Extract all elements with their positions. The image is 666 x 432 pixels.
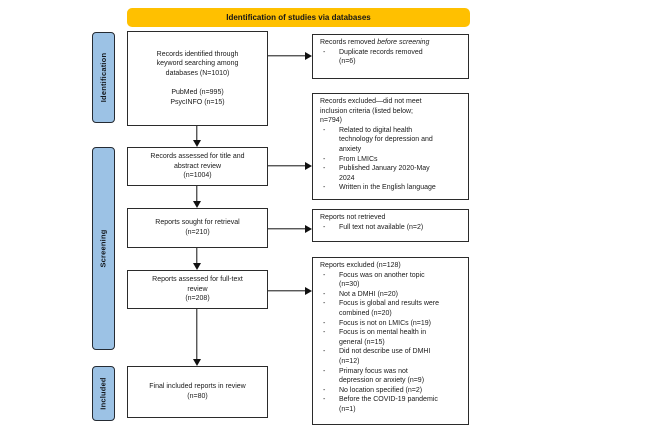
box-records-removed-list: Duplicate records removed (n=6) bbox=[320, 48, 464, 67]
box-records-removed-title-text: Records removed bbox=[320, 39, 378, 46]
box-reports-excluded-list: Focus was on another topic (n=30)Not a D… bbox=[320, 271, 464, 415]
bullet-item: Related to digital health technology for… bbox=[323, 126, 464, 155]
box-reports-sought-text: Reports sought for retrieval (n=210) bbox=[155, 219, 240, 236]
arrow-full-text-to-excluded bbox=[268, 286, 312, 295]
arrow-head-icon bbox=[305, 224, 312, 233]
bullet-item: Focus is global and results were combine… bbox=[323, 299, 464, 318]
arrow-shaft bbox=[195, 186, 198, 203]
stage-identification: Identification bbox=[92, 32, 115, 123]
arrow-sought-to-not-retrieved bbox=[268, 224, 312, 233]
box-title-abstract-review-text: Records assessed for title and abstract … bbox=[150, 153, 245, 180]
arrow-head-icon bbox=[305, 286, 312, 295]
arrow-title-abstract-to-sought bbox=[192, 186, 201, 208]
stage-included-label: Included bbox=[99, 377, 108, 410]
bullet-item: Written in the English language bbox=[323, 183, 464, 193]
arrow-identified-to-removed bbox=[268, 51, 312, 60]
box-records-removed-title: Records removed before screening bbox=[320, 38, 464, 48]
arrow-title-abstract-to-excluded bbox=[268, 161, 312, 170]
box-records-removed-title-italic: before screening bbox=[377, 39, 430, 46]
arrow-full-text-to-final bbox=[192, 309, 201, 366]
arrow-shaft bbox=[268, 289, 307, 292]
arrow-head-icon bbox=[305, 51, 312, 60]
stage-screening-label: Screening bbox=[99, 229, 108, 268]
arrow-shaft bbox=[268, 164, 307, 167]
bullet-item: Did not describe use of DMHI (n=12) bbox=[323, 347, 464, 366]
arrow-shaft bbox=[195, 309, 198, 361]
bullet-item: Focus was on another topic (n=30) bbox=[323, 271, 464, 290]
box-reports-not-retrieved-title: Reports not retrieved bbox=[320, 214, 386, 221]
box-reports-not-retrieved-list: Full text not available (n=2) bbox=[320, 223, 464, 233]
bullet-item: Full text not available (n=2) bbox=[323, 223, 464, 233]
box-records-excluded-criteria: Records excluded—did not meet inclusion … bbox=[312, 93, 469, 200]
banner-label: Identification of studies via databases bbox=[226, 13, 371, 22]
arrow-shaft bbox=[195, 248, 198, 265]
box-records-excluded-criteria-title: Records excluded—did not meet inclusion … bbox=[320, 98, 422, 125]
bullet-item: Focus is on mental health in general (n=… bbox=[323, 328, 464, 347]
bullet-item: From LMICs bbox=[323, 155, 464, 165]
arrow-sought-to-full-text bbox=[192, 248, 201, 270]
arrow-shaft bbox=[195, 126, 198, 142]
box-reports-sought: Reports sought for retrieval (n=210) bbox=[127, 208, 268, 248]
box-records-identified: Records identified through keyword searc… bbox=[127, 31, 268, 126]
box-records-excluded-criteria-list: Related to digital health technology for… bbox=[320, 126, 464, 193]
bullet-item: Primary focus was not depression or anxi… bbox=[323, 367, 464, 386]
arrow-head-icon bbox=[192, 359, 201, 366]
box-reports-not-retrieved: Reports not retrieved Full text not avai… bbox=[312, 209, 469, 242]
box-reports-excluded-title: Reports excluded (n=128) bbox=[320, 262, 401, 269]
arrow-shaft bbox=[268, 54, 307, 57]
bullet-item: Before the COVID-19 pandemic (n=1) bbox=[323, 395, 464, 414]
stage-identification-label: Identification bbox=[99, 52, 108, 103]
arrow-head-icon bbox=[192, 201, 201, 208]
box-title-abstract-review: Records assessed for title and abstract … bbox=[127, 147, 268, 186]
box-records-identified-text: Records identified through keyword searc… bbox=[156, 50, 239, 106]
arrow-head-icon bbox=[192, 263, 201, 270]
box-full-text-review: Reports assessed for full-text review (n… bbox=[127, 270, 268, 309]
bullet-item: No location specified (n=2) bbox=[323, 386, 464, 396]
box-final-included: Final included reports in review (n=80) bbox=[127, 366, 268, 418]
box-reports-excluded: Reports excluded (n=128) Focus was on an… bbox=[312, 257, 469, 425]
bullet-item: Not a DMHI (n=20) bbox=[323, 290, 464, 300]
bullet-item: Published January 2020-May 2024 bbox=[323, 164, 464, 183]
bullet-item: Focus is not on LMICs (n=19) bbox=[323, 319, 464, 329]
stage-included: Included bbox=[92, 366, 115, 421]
box-final-included-text: Final included reports in review (n=80) bbox=[149, 383, 246, 400]
stage-screening: Screening bbox=[92, 147, 115, 350]
banner-identification-of-studies: Identification of studies via databases bbox=[127, 8, 470, 27]
box-records-removed: Records removed before screening Duplica… bbox=[312, 34, 469, 79]
bullet-item: Duplicate records removed (n=6) bbox=[323, 48, 464, 67]
box-full-text-review-text: Reports assessed for full-text review (n… bbox=[152, 276, 243, 303]
arrow-identified-to-title-abstract bbox=[192, 126, 201, 147]
arrow-head-icon bbox=[305, 161, 312, 170]
arrow-head-icon bbox=[192, 140, 201, 147]
arrow-shaft bbox=[268, 227, 307, 230]
